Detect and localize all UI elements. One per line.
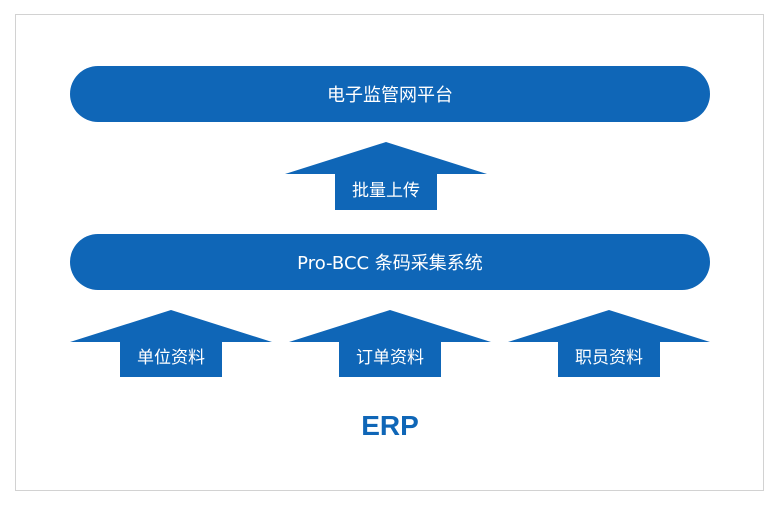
source-arrow-unit-shape (70, 310, 272, 377)
system-bar: Pro-BCC 条码采集系统 (70, 234, 710, 290)
source-arrow-staff: 职员资料 (508, 310, 710, 377)
source-arrow-staff-shape (508, 310, 710, 377)
platform-bar: 电子监管网平台 (70, 66, 710, 122)
source-label-staff: 职员资料 (575, 348, 643, 368)
source-label-unit: 单位资料 (137, 348, 205, 368)
source-label-order: 订单资料 (356, 348, 424, 368)
source-arrow-order: 订单资料 (289, 310, 491, 377)
upload-label: 批量上传 (352, 181, 420, 201)
upload-arrow-shape (285, 142, 487, 210)
upload-arrow: 批量上传 (285, 142, 487, 210)
system-label: Pro-BCC 条码采集系统 (297, 253, 483, 274)
source-arrow-order-shape (289, 310, 491, 377)
source-arrow-unit: 单位资料 (70, 310, 272, 377)
erp-label: ERP (361, 410, 419, 441)
platform-label: 电子监管网平台 (327, 85, 453, 106)
